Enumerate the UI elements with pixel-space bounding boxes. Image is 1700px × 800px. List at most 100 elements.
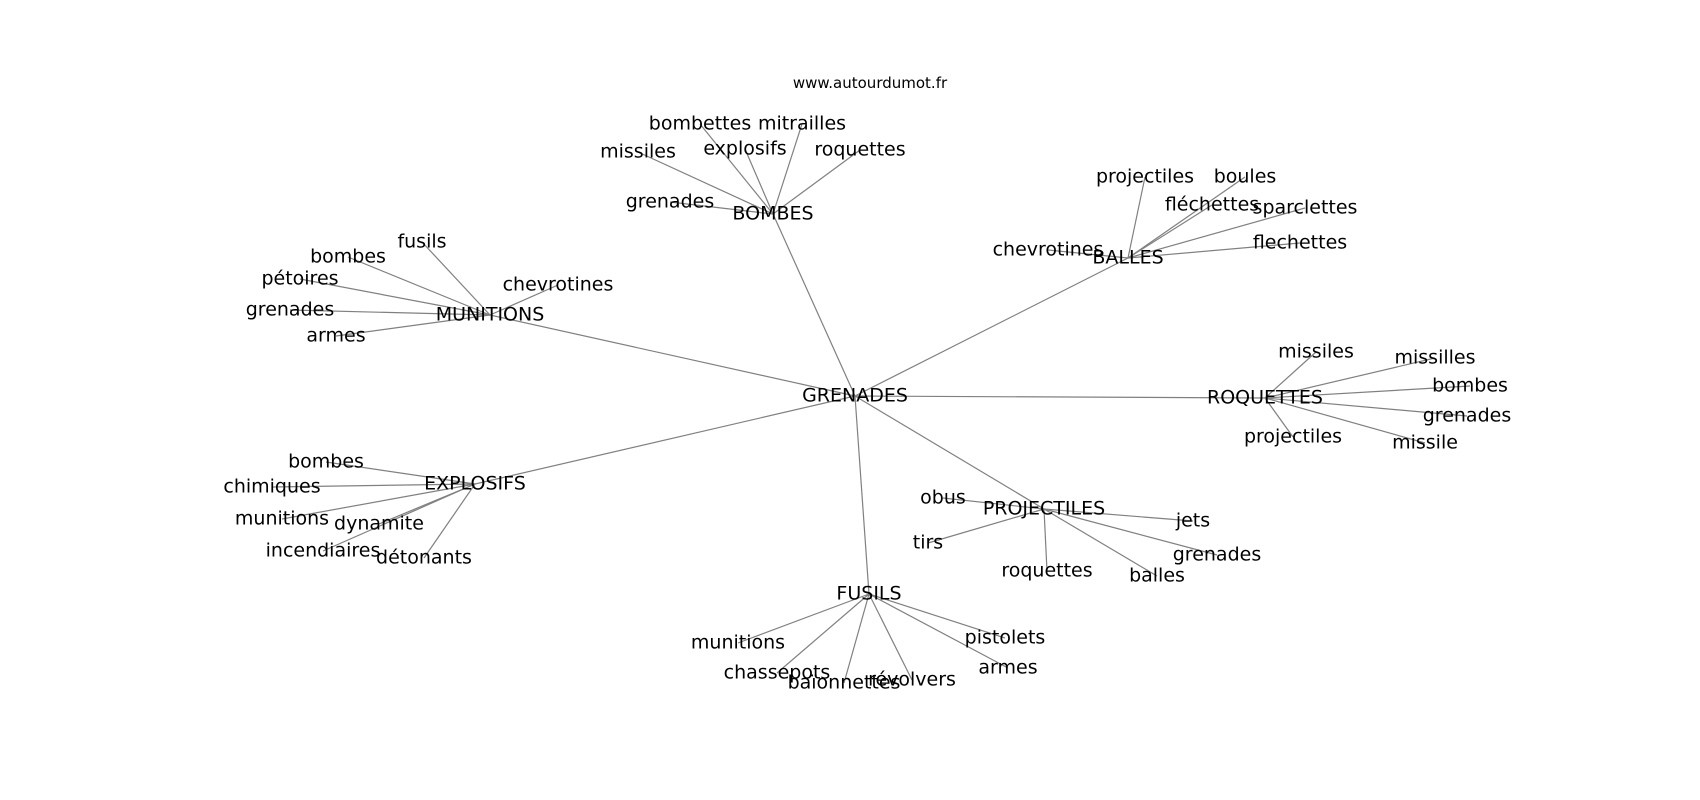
leaf-node: chimiques [223,476,320,498]
edge-roquettes-child [1264,397,1294,438]
edge-bombes-child [772,123,803,215]
edge-balles-child [1127,176,1246,259]
graph-labels: www.autourdumot.fr GRENADES BOMBES bombett… [223,74,1511,694]
leaf-node: missilles [1394,347,1475,369]
leaf-node: mitrailles [758,113,846,135]
leaf-node: projectiles [1096,166,1194,188]
leaf-node: explosifs [703,138,786,160]
leaf-node: sparclettes [1253,197,1358,219]
leaf-node: bombettes [649,113,751,135]
leaf-node: dynamite [334,513,424,535]
leaf-node: fléchettes [1165,194,1259,216]
edge-balles-child [1127,204,1213,259]
edge-center-fusils [854,395,870,595]
edge-projectiles-child [1043,508,1194,522]
edge-munitions-child [489,284,559,316]
cluster-node-roquettes: ROQUETTES [1207,387,1323,409]
edge-explosifs-child [325,461,476,485]
leaf-node: grenades [246,299,334,321]
graph-edges [271,123,1471,684]
edge-bombes-child [772,149,861,215]
edge-fusils-child [737,593,870,644]
edge-projectiles-child [1043,508,1048,572]
leaf-node: fusils [397,231,446,253]
edge-center-roquettes [854,395,1266,399]
edge-fusils-child [776,593,870,674]
cluster-node-projectiles: PROJECTILES [983,498,1105,520]
leaf-node: grenades [1173,544,1261,566]
leaf-node: jets [1175,510,1210,532]
leaf-node: balles [1129,565,1185,587]
edge-munitions-child [289,309,491,316]
cluster-node-munitions: MUNITIONS [436,304,545,326]
edge-roquettes-child [1264,397,1468,417]
leaf-node: munitions [691,632,785,654]
edge-explosifs-child [271,483,476,488]
edge-balles-child [1127,176,1146,259]
edge-fusils-child [868,593,913,681]
leaf-node: chevrotines [993,239,1104,261]
edge-roquettes-child [1264,397,1426,444]
edge-bombes-child [744,148,774,215]
leaf-node: projectiles [1244,426,1342,448]
leaf-node: munitions [235,508,329,530]
leaf-node: flechettes [1253,232,1347,254]
edge-projectiles-child [927,508,1045,544]
leaf-node: chassepots [724,662,831,684]
edge-center-munitions [489,314,856,397]
edge-fusils-child [868,593,1009,669]
cluster-node-balles: BALLES [1092,247,1163,269]
edge-roquettes-child [1264,357,1436,399]
leaf-node: boules [1214,166,1277,188]
leaf-node: grenades [1423,405,1511,427]
edge-balles-child [1127,207,1306,259]
edge-roquettes-child [1264,351,1317,399]
edge-center-balles [854,257,1129,397]
edge-projectiles-child [942,497,1045,510]
leaf-node: bombes [1432,375,1508,397]
edge-bombes-child [699,123,774,215]
edge-explosifs-child [423,483,476,559]
leaf-node: roquettes [814,139,905,161]
edge-munitions-child [335,314,491,337]
leaf-node: chevrotines [503,274,614,296]
cluster-node-fusils: FUSILS [836,583,901,605]
edge-center-projectiles [854,395,1045,510]
edge-center-bombes [772,213,856,397]
leaf-node: baïonnettes [788,672,901,694]
edge-projectiles-child [1043,508,1158,577]
leaf-node: obus [920,487,966,509]
edge-explosifs-child [322,483,476,552]
edge-bombes-child [637,151,774,215]
leaf-node: grenades [626,191,714,213]
edge-munitions-child [421,241,491,316]
leaf-node: révolvers [868,669,956,691]
edge-fusils-child [843,593,870,684]
leaf-node: missile [1392,432,1458,454]
edge-roquettes-child [1264,385,1471,399]
leaf-node: bombes [310,246,386,268]
edge-balles-child [1047,249,1129,259]
leaf-node: tirs [913,532,943,554]
leaf-node: pistolets [965,627,1046,649]
cluster-node-explosifs: EXPLOSIFS [424,473,526,495]
leaf-node: incendiaires [266,540,381,562]
edge-projectiles-child [1043,508,1218,556]
leaf-node: missiles [600,141,676,163]
leaf-node: roquettes [1001,560,1092,582]
leaf-node: détonants [376,547,472,569]
edge-bombes-child [669,201,774,215]
leaf-node: missiles [1278,341,1354,363]
leaf-node: pétoires [261,268,338,290]
cluster-node-bombes: BOMBES [732,203,813,225]
edge-center-explosifs [474,395,856,485]
edge-balles-child [1127,242,1301,259]
edge-munitions-child [347,256,491,316]
center-node: GRENADES [802,385,908,407]
site-watermark: www.autourdumot.fr [793,74,948,92]
leaf-node: armes [978,657,1037,679]
edge-explosifs-child [281,483,476,520]
edge-munitions-child [299,278,491,316]
edge-fusils-child [868,593,1006,639]
